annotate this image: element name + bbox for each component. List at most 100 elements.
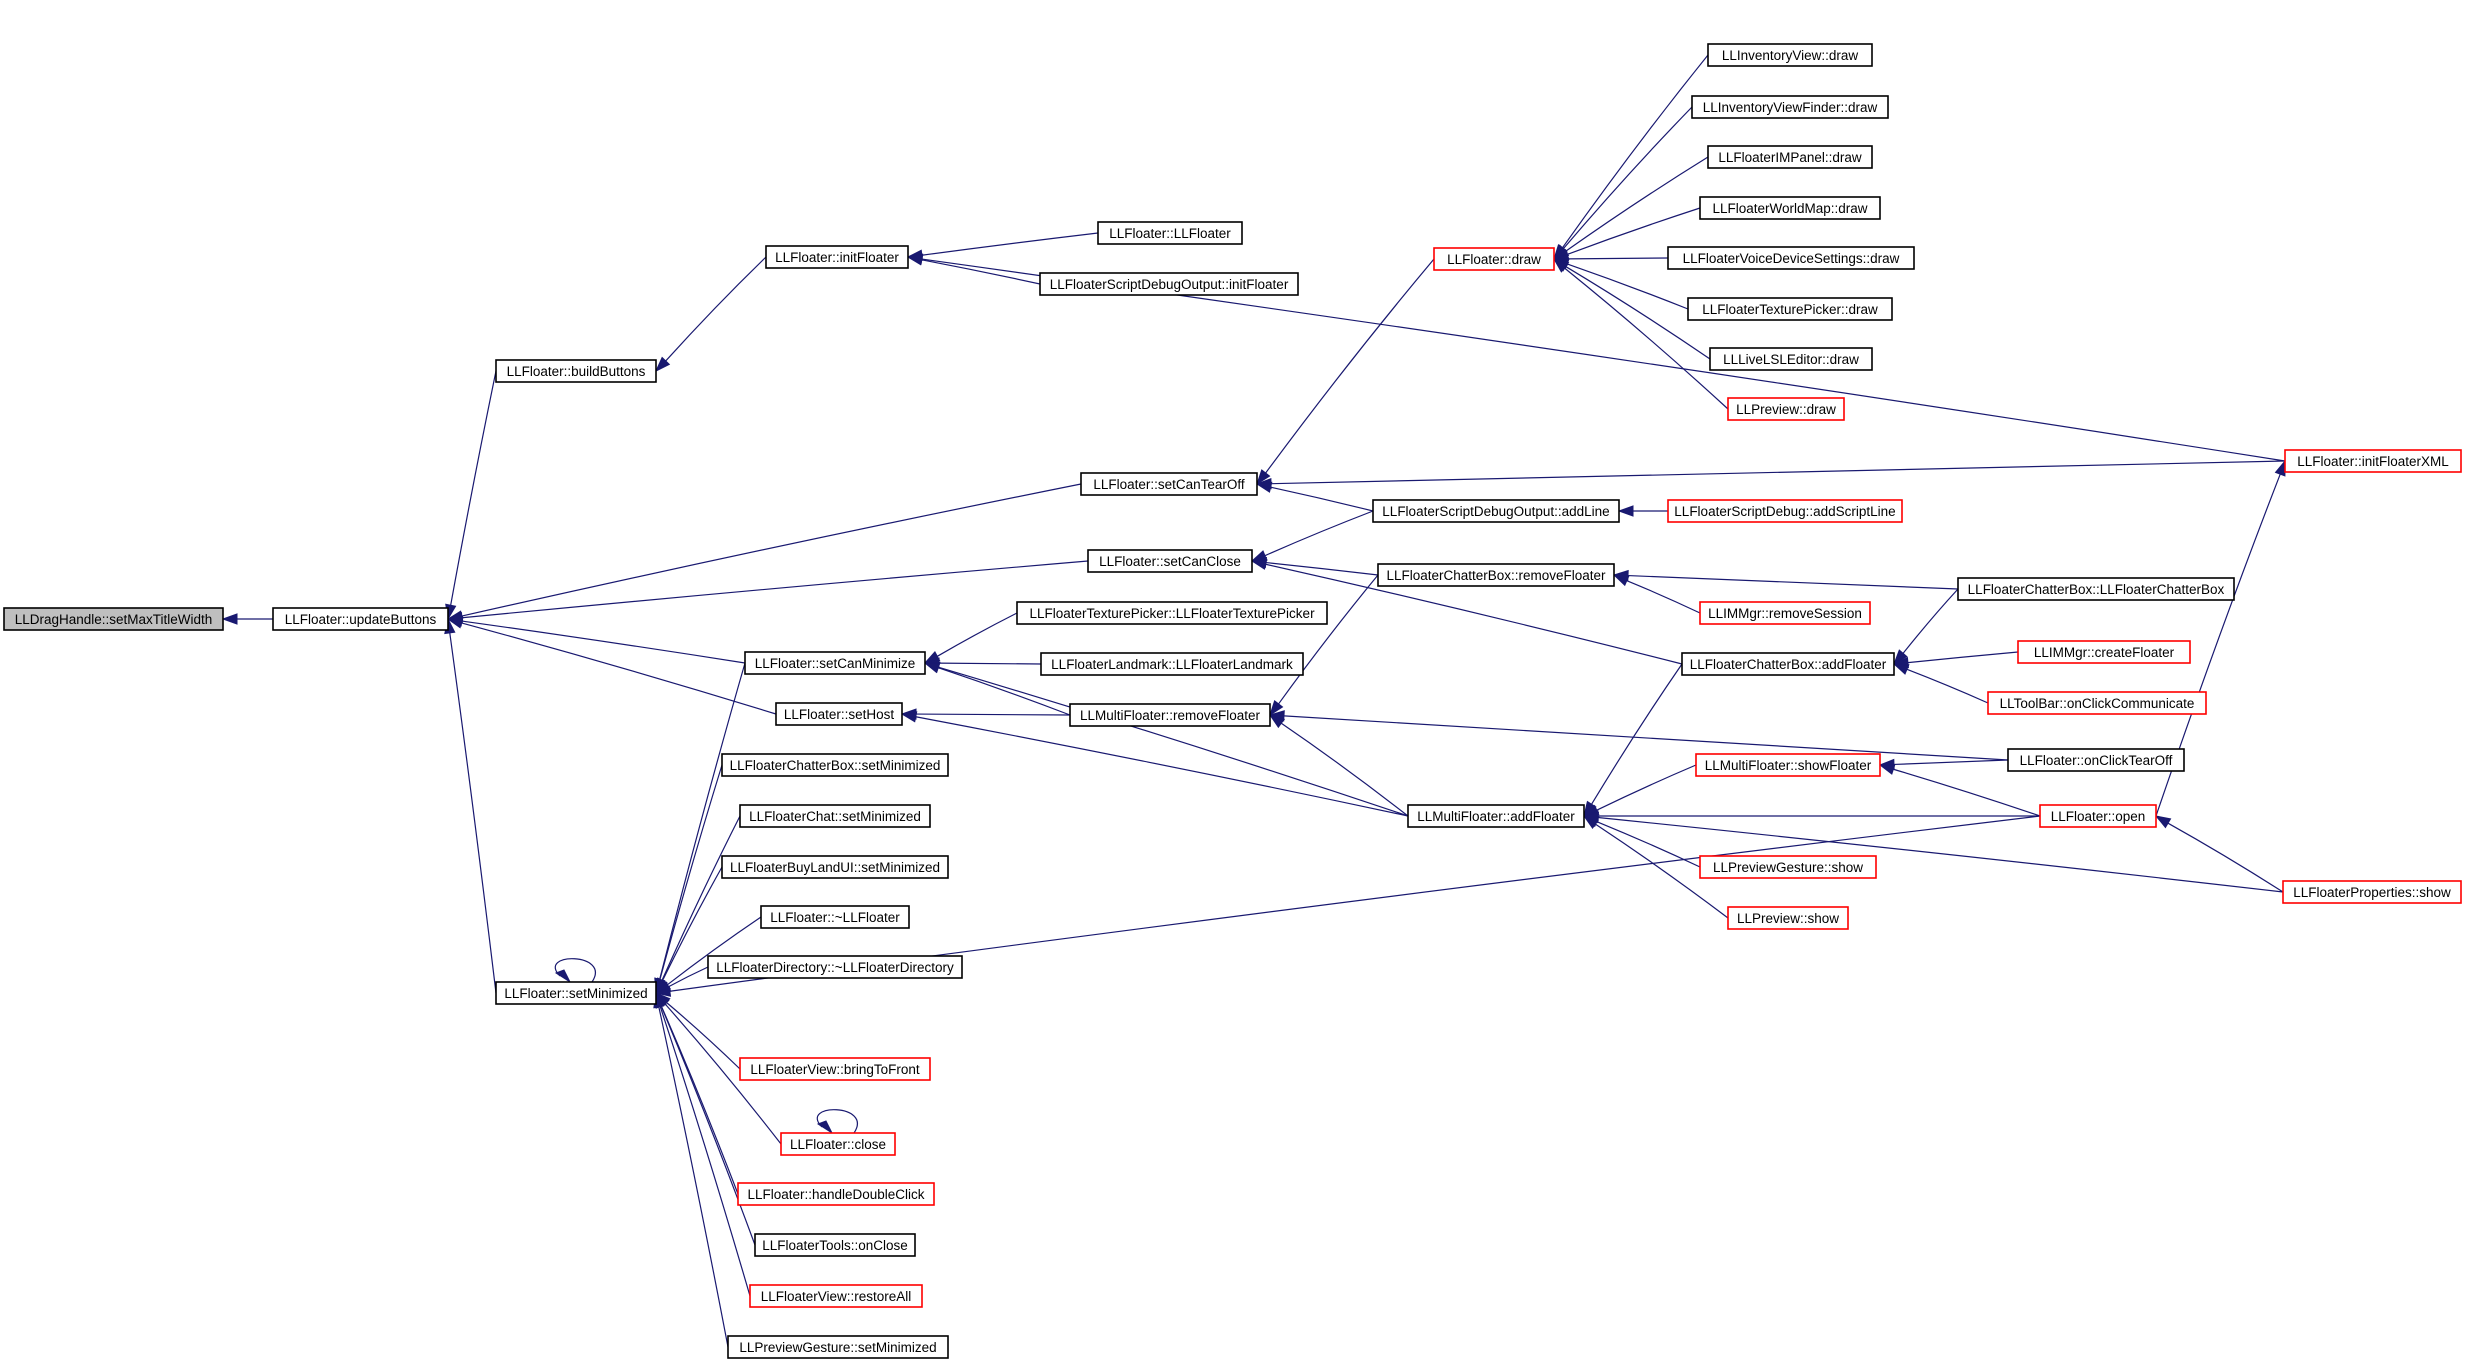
- function-node[interactable]: LLFloaterIMPanel::draw: [1707, 145, 1873, 169]
- function-node[interactable]: LLFloater::updateButtons: [272, 607, 449, 631]
- function-node-label: LLFloaterChatterBox::setMinimized: [730, 758, 941, 773]
- function-node[interactable]: LLFloater::open: [2039, 804, 2157, 828]
- function-node-box: [1377, 563, 1615, 587]
- call-edge: [446, 560, 1089, 624]
- function-node-label: LLFloater::handleDoubleClick: [747, 1187, 924, 1202]
- function-node-box: [1727, 906, 1849, 930]
- function-node[interactable]: LLFloater::~LLFloater: [760, 905, 910, 929]
- function-node-label: LLFloater::LLFloater: [1109, 226, 1231, 241]
- function-node-label: LLFloater::setCanTearOff: [1093, 477, 1245, 492]
- call-edge: [906, 254, 1041, 285]
- function-node[interactable]: LLInventoryViewFinder::draw: [1691, 95, 1889, 119]
- call-edge: [1582, 810, 2040, 822]
- function-node[interactable]: LLFloaterChatterBox::addFloater: [1681, 652, 1895, 676]
- call-edge: [1892, 651, 2019, 669]
- function-node[interactable]: LLIMMgr::createFloater: [2017, 640, 2191, 664]
- function-node-box: [749, 1284, 923, 1308]
- function-node[interactable]: LLToolBar::onClickCommunicate: [1987, 691, 2207, 715]
- function-node[interactable]: LLFloaterView::bringToFront: [739, 1057, 931, 1081]
- function-node[interactable]: LLFloater::draw: [1433, 247, 1555, 271]
- function-node[interactable]: LLPreviewGesture::setMinimized: [727, 1335, 949, 1359]
- call-edge: [1582, 764, 1697, 817]
- function-node-box: [272, 607, 449, 631]
- function-node[interactable]: LLFloater::handleDoubleClick: [737, 1182, 935, 1206]
- function-node[interactable]: LLFloaterDirectory::~LLFloaterDirectory: [707, 955, 963, 979]
- function-node-label: LLToolBar::onClickCommunicate: [2000, 696, 2195, 711]
- call-edge: [1268, 710, 2009, 761]
- function-node-box: [1681, 652, 1895, 676]
- function-node-box: [1039, 272, 1299, 296]
- function-node-label: LLPreview::draw: [1736, 402, 1836, 417]
- function-node[interactable]: LLFloaterScriptDebug::addScriptLine: [1667, 499, 1903, 523]
- function-node[interactable]: LLFloater::close: [780, 1132, 896, 1156]
- function-node-label: LLFloaterTools::onClose: [762, 1238, 908, 1253]
- function-node-box: [1699, 196, 1881, 220]
- function-node-label: LLFloaterScriptDebug::addScriptLine: [1674, 504, 1895, 519]
- function-node-box: [1691, 95, 1889, 119]
- function-node[interactable]: LLFloaterTexturePicker::draw: [1687, 297, 1893, 321]
- function-node[interactable]: LLMultiFloater::addFloater: [1407, 804, 1585, 828]
- function-node[interactable]: LLFloaterBuyLandUI::setMinimized: [721, 855, 949, 879]
- function-node-label: LLFloater::updateButtons: [285, 612, 437, 627]
- call-edge: [1612, 569, 1959, 590]
- function-node[interactable]: LLFloaterWorldMap::draw: [1699, 196, 1881, 220]
- function-node[interactable]: LLFloater::setMinimized: [495, 981, 657, 1005]
- function-node[interactable]: LLFloaterView::restoreAll: [749, 1284, 923, 1308]
- function-node[interactable]: LLFloater::initFloater: [765, 245, 909, 269]
- call-edge: [654, 662, 746, 995]
- function-node[interactable]: LLFloater::onClickTearOff: [2007, 748, 2185, 772]
- function-node-box: [1667, 246, 1915, 270]
- function-node[interactable]: LLInventoryView::draw: [1707, 43, 1873, 67]
- function-node-label: LLFloater::initFloaterXML: [2297, 454, 2449, 469]
- call-edge: [655, 991, 756, 1246]
- function-node[interactable]: LLFloater::setHost: [775, 702, 903, 726]
- root-function-node[interactable]: LLDragHandle::setMaxTitleWidth: [3, 607, 224, 631]
- function-node[interactable]: LLFloater::buildButtons: [495, 359, 657, 383]
- function-node[interactable]: LLFloaterChatterBox::setMinimized: [721, 753, 949, 777]
- call-edge: [1878, 758, 2009, 771]
- call-edge-self-loop: [554, 958, 596, 984]
- function-node-box: [1667, 499, 1903, 523]
- function-node[interactable]: LLPreview::draw: [1727, 397, 1845, 421]
- function-node[interactable]: LLFloaterLandmark::LLFloaterLandmark: [1040, 652, 1304, 676]
- function-node-label: LLFloaterScriptDebugOutput::addLine: [1382, 504, 1609, 519]
- function-node[interactable]: LLFloaterTools::onClose: [754, 1233, 916, 1257]
- function-node[interactable]: LLFloaterChatterBox::LLFloaterChatterBox: [1957, 577, 2235, 601]
- function-node-box: [780, 1132, 896, 1156]
- function-node[interactable]: LLIMMgr::removeSession: [1699, 601, 1871, 625]
- function-node[interactable]: LLFloaterScriptDebugOutput::addLine: [1372, 499, 1620, 523]
- function-node-box: [495, 359, 657, 383]
- call-edge: [1583, 663, 1683, 818]
- function-node[interactable]: LLFloaterVoiceDeviceSettings::draw: [1667, 246, 1915, 270]
- function-node[interactable]: LLFloater::LLFloater: [1097, 221, 1243, 245]
- function-node[interactable]: LLFloaterScriptDebugOutput::initFloater: [1039, 272, 1299, 296]
- function-node[interactable]: LLFloater::initFloaterXML: [2284, 449, 2462, 473]
- function-node[interactable]: LLPreview::show: [1727, 906, 1849, 930]
- function-node[interactable]: LLFloater::setCanClose: [1087, 549, 1253, 573]
- function-node[interactable]: LLPreviewGesture::show: [1699, 855, 1877, 879]
- function-node-box: [2284, 449, 2462, 473]
- function-node[interactable]: LLFloaterChatterBox::removeFloater: [1377, 563, 1615, 587]
- function-node-label: LLIMMgr::removeSession: [1708, 606, 1862, 621]
- function-node-label: LLFloater::~LLFloater: [770, 910, 900, 925]
- function-node-label: LLFloaterChatterBox::addFloater: [1690, 657, 1887, 672]
- function-node[interactable]: LLMultiFloater::showFloater: [1695, 753, 1881, 777]
- function-node[interactable]: LLFloater::setCanMinimize: [744, 651, 926, 675]
- call-edge: [1893, 588, 1959, 666]
- call-edge: [906, 232, 1099, 261]
- function-node[interactable]: LLFloaterProperties::show: [2282, 880, 2462, 904]
- function-node[interactable]: LLFloaterTexturePicker::LLFloaterTexture…: [1016, 601, 1328, 625]
- function-node[interactable]: LLLiveLSLEditor::draw: [1709, 347, 1873, 371]
- call-edge: [1256, 258, 1435, 486]
- call-edge: [445, 370, 497, 621]
- call-edge: [923, 612, 1018, 664]
- function-node-box: [727, 1335, 949, 1359]
- function-node[interactable]: LLMultiFloater::removeFloater: [1069, 703, 1271, 727]
- function-node-label: LLFloaterProperties::show: [2293, 885, 2451, 900]
- call-edge: [923, 657, 1042, 669]
- function-node[interactable]: LLFloaterChat::setMinimized: [739, 804, 931, 828]
- function-node-box: [754, 1233, 916, 1257]
- call-edge: [1582, 815, 1701, 868]
- function-node[interactable]: LLFloater::setCanTearOff: [1080, 472, 1258, 496]
